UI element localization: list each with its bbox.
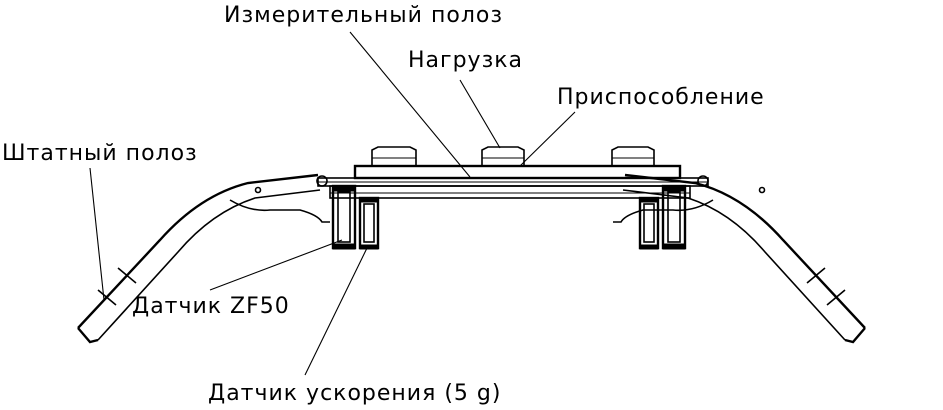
bow-inner-contour xyxy=(97,189,321,341)
lower-carrier xyxy=(329,185,691,199)
bow-end-cap-left xyxy=(77,327,99,344)
horn-joint-right-b xyxy=(806,267,826,284)
label-sensor-zf50: Датчик ZF50 xyxy=(132,294,290,319)
label-standard-bar: Штатный полоз xyxy=(2,141,198,166)
bow-end-cap-right xyxy=(844,327,866,344)
sensor-zf50-left xyxy=(331,184,357,250)
sensor-zf50-right xyxy=(661,184,687,250)
clamp-block-right xyxy=(611,146,655,166)
clamp-block-left xyxy=(371,146,417,166)
sensor-accel-left xyxy=(358,196,380,250)
standard-bow xyxy=(77,173,866,344)
label-accel-sensor: Датчик ускорения (5 g) xyxy=(208,381,501,406)
leader-fixture xyxy=(519,111,576,167)
pivot-right xyxy=(697,175,709,187)
leader-lines xyxy=(89,31,576,376)
leader-standard-bar xyxy=(89,167,105,301)
label-measuring-bar: Измерительный полоз xyxy=(224,3,503,28)
bow-bracket-right xyxy=(613,199,714,223)
clamp-block-center xyxy=(481,146,525,166)
measuring-bar-assembly xyxy=(316,146,709,199)
horn-joint-left-a xyxy=(97,289,117,306)
horn-joint-right-a xyxy=(826,289,846,306)
pivot-left xyxy=(316,175,328,187)
leader-sensor-zf50 xyxy=(209,239,343,291)
bow-outer-contour xyxy=(77,173,319,329)
leader-measuring-bar xyxy=(349,31,471,178)
bow-marker-right xyxy=(758,186,766,194)
bow-bracket-left xyxy=(229,199,330,223)
label-load: Нагрузка xyxy=(408,48,523,73)
sensors xyxy=(331,184,687,250)
leader-accel-sensor xyxy=(304,245,369,376)
bow-inner-contour-right xyxy=(622,189,846,341)
sensor-accel-right xyxy=(638,196,660,250)
leader-load xyxy=(459,79,501,149)
bow-marker-left xyxy=(254,186,262,194)
labels: Измерительный полоз Нагрузка Приспособле… xyxy=(2,3,765,406)
horn-joint-left-b xyxy=(117,267,137,284)
label-fixture: Приспособление xyxy=(557,85,765,110)
